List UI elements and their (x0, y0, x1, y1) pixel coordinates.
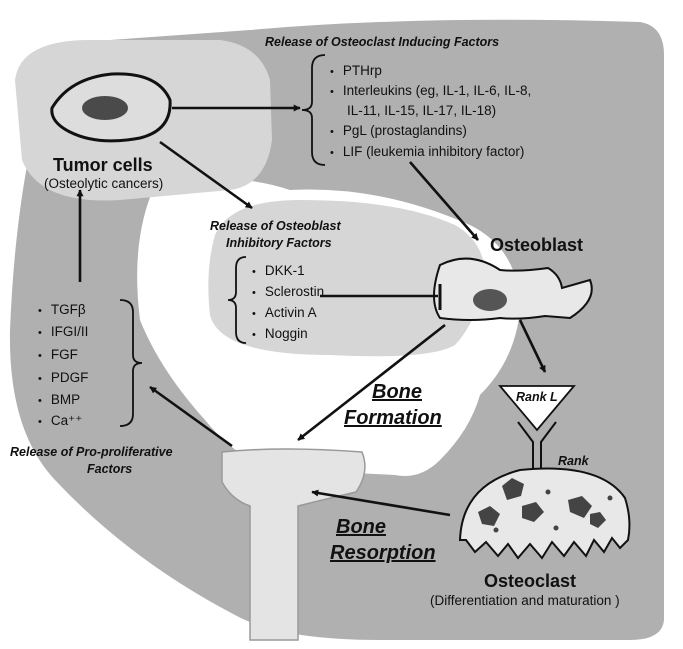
osteoclast-nucleus (502, 478, 524, 500)
osteoclast-nucleus (522, 502, 544, 522)
proliferative-factor-item: •BMP (38, 392, 81, 407)
inhibitory-factor-item: •Sclerostin (252, 284, 325, 299)
proliferative-factors-header: Release of Pro-proliferative (10, 445, 173, 459)
osteoclast-granule (607, 495, 613, 501)
proliferative-factor-item: •PDGF (38, 370, 89, 385)
osteoclast-title: Osteoclast (484, 571, 577, 591)
inducing-bracket (301, 54, 326, 166)
rank-receptor (517, 421, 557, 480)
rank-label: Rank (558, 454, 589, 468)
inducing-factor-item: •PTHrp (330, 63, 382, 78)
rank-l-triangle (498, 385, 576, 432)
inhibitory-factors-header: Release of Osteoblast (210, 219, 341, 233)
bone (221, 448, 366, 641)
inhibitory-factors-header-line2: Inhibitory Factors (226, 236, 332, 250)
proliferative-factor-item: •Ca⁺⁺ (38, 413, 83, 428)
bone-resorption-label: Bone (336, 516, 386, 538)
bone-to-proliferative-arrow (149, 385, 233, 448)
tumor-to-inhibitory-arrow (159, 140, 253, 210)
proliferative-factor-item: •FGF (38, 347, 78, 362)
osteoblast-to-rankl-arrow (518, 319, 547, 373)
osteoclast-granule (553, 525, 559, 531)
osteoclast-granule (493, 527, 499, 533)
tumor-cells-subtitle: (Osteolytic cancers) (44, 176, 164, 191)
osteoclast-nucleus (478, 506, 500, 526)
bone-formation-arrow (297, 323, 446, 442)
inhibitory-bracket (227, 256, 247, 344)
inducing-factor-item-cont: IL-11, IL-15, IL-17, IL-18) (347, 103, 497, 118)
bone-formation-label: Bone (372, 381, 422, 403)
inducing-factors-header: Release of Osteoclast Inducing Factors (265, 35, 500, 49)
inhibitory-region (208, 200, 486, 357)
inhibitory-factor-item: •DKK-1 (252, 263, 305, 278)
proliferative-factor-item: •TGFβ (38, 302, 86, 317)
bone-formation-label-line2: Formation (344, 407, 442, 429)
osteoblast-nucleus (473, 289, 507, 311)
osteoblast-title: Osteoblast (490, 235, 584, 255)
osteoblast-cell (433, 257, 593, 321)
osteoclast-subtitle: (Differentiation and maturation ) (430, 593, 620, 608)
proliferative-factor-item: •IFGI/II (38, 324, 89, 339)
inhibitory-factor-item: •Noggin (252, 326, 308, 341)
osteoclast-cell (458, 467, 631, 560)
inducing-to-osteoblast-arrow (409, 161, 479, 241)
tumor-cells-title: Tumor cells (53, 155, 153, 175)
osteoclast-nucleus (590, 512, 606, 528)
osteoclast-granule (545, 489, 551, 495)
proliferative-factors-header-line2: Factors (87, 462, 133, 476)
bone-resorption-arrow (311, 489, 451, 517)
inhibitory-factor-item: •Activin A (252, 305, 317, 320)
inducing-factor-item: •LIF (leukemia inhibitory factor) (330, 144, 525, 159)
bone-resorption-label-line2: Resorption (330, 542, 436, 564)
rank-l-label: Rank L (516, 390, 558, 404)
osteoclast-nucleus (568, 496, 592, 518)
tumor-nucleus (82, 96, 128, 120)
proliferative-bracket (119, 299, 143, 427)
inducing-factor-item: •PgL (prostaglandins) (330, 123, 467, 138)
inducing-factor-item: •Interleukins (eg, IL-1, IL-6, IL-8, (330, 83, 532, 98)
